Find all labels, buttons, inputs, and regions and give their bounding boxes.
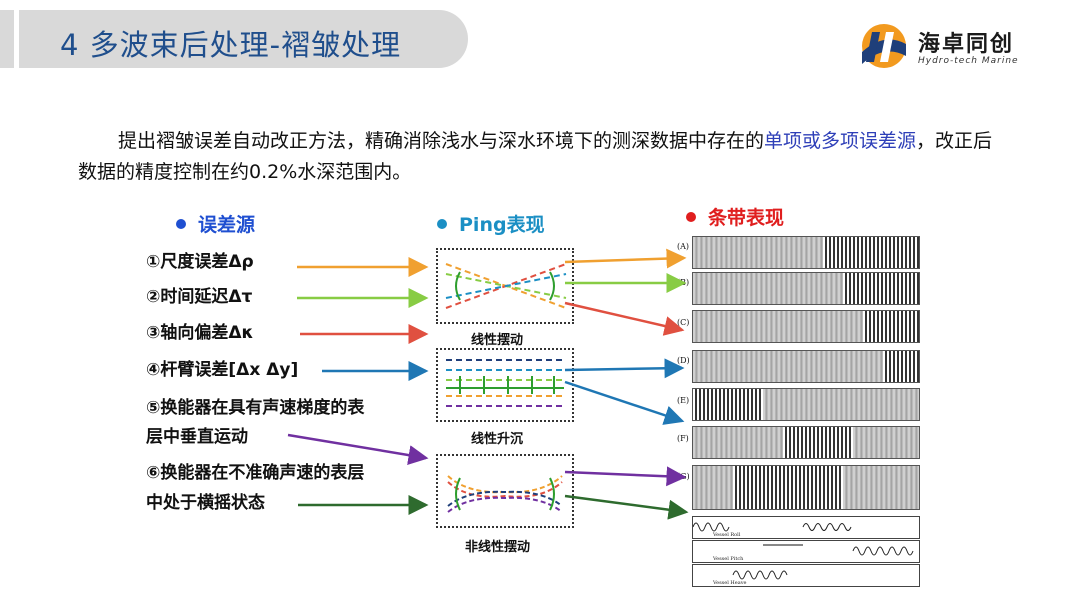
wave-panel-pitch: Vessel Pitch — [692, 540, 920, 563]
bullet-icon — [686, 211, 696, 222]
ping-box-linear-swing — [436, 248, 574, 324]
strip-texture — [783, 427, 853, 458]
arrow-ping-d — [564, 358, 685, 379]
pitch-wave-figure — [763, 544, 914, 556]
roll-wave-figure — [693, 522, 852, 532]
title-stripe — [14, 10, 19, 68]
error-item-5a: ⑤换能器在具有声速梯度的表 — [146, 398, 365, 418]
ping-label-linear-heave: 线性升沉 — [471, 432, 524, 447]
nonlinear-swing-figure — [447, 475, 563, 513]
heading-errors: 误差源 — [176, 210, 255, 237]
strip-texture — [693, 389, 763, 420]
paragraph-part2: ，改正后数据的精度控制在约0.2%水深范围内。 — [78, 130, 993, 183]
error-item-1: ①尺度误差Δρ — [146, 252, 254, 272]
linear-heave-figure — [446, 359, 564, 407]
error-item-6a: ⑥换能器在不准确声速的表层 — [146, 463, 365, 483]
strip-texture — [733, 466, 843, 509]
logo-name: 海卓同创 — [918, 32, 1015, 57]
title-bar — [0, 10, 468, 68]
heading-strip-text: 条带表现 — [708, 207, 785, 229]
wave-panel-roll: Vessel Roll — [692, 516, 920, 539]
strip-image-c — [692, 310, 920, 343]
arrow-ping-g2 — [564, 494, 689, 520]
heave-wave-figure — [732, 570, 788, 580]
bullet-icon — [176, 218, 186, 229]
arrow-ping-a — [564, 248, 687, 269]
paragraph-part1: 提出褶皱误差自动改正方法，精确消除浅水与深水环境下的测深数据中存在的 — [118, 130, 765, 152]
intro-paragraph: 提出褶皱误差自动改正方法，精确消除浅水与深水环境下的测深数据中存在的单项或多项误… — [78, 126, 998, 188]
heading-strip: 条带表现 — [686, 203, 784, 230]
ping-label-linear-swing: 线性摆动 — [471, 333, 524, 348]
wave-label-roll: Vessel Roll — [713, 532, 741, 538]
linear-swing-figure — [445, 263, 567, 309]
heading-errors-text: 误差源 — [198, 214, 256, 236]
wave-label-pitch: Vessel Pitch — [713, 556, 744, 562]
strip-label-a: (A) — [677, 242, 690, 251]
heading-ping: Ping表现 — [437, 210, 545, 237]
heading-ping-text: Ping表现 — [459, 214, 545, 236]
error-item-3: ③轴向偏差Δκ — [146, 323, 254, 343]
strip-image-g — [692, 465, 920, 510]
error-item-2: ②时间延迟Δτ — [146, 287, 253, 307]
ping-box-linear-heave — [436, 348, 574, 422]
strip-texture — [863, 311, 919, 342]
error-item-5b: 层中垂直运动 — [146, 427, 248, 447]
strip-label-f: (F) — [677, 434, 689, 443]
strip-texture — [823, 237, 919, 268]
strip-image-b — [692, 272, 920, 305]
strip-label-e: (E) — [677, 396, 690, 405]
strip-image-e — [692, 388, 920, 421]
arrow-ping-c — [564, 301, 685, 336]
company-logo: 海卓同创 Hydro-tech Marine — [858, 22, 1058, 72]
arrow-ping-g1 — [564, 466, 687, 487]
bullet-icon — [437, 218, 447, 229]
strip-image-d — [692, 350, 920, 383]
strip-image-a — [692, 236, 920, 269]
error-item-6b: 中处于横摇状态 — [146, 493, 265, 513]
wave-label-heave: Vessel Heave — [713, 580, 747, 586]
wave-panel-heave: Vessel Heave — [692, 564, 920, 587]
paragraph-highlight: 单项或多项误差源 — [764, 130, 917, 152]
strip-texture — [843, 273, 919, 304]
arrow-error5-in — [287, 433, 429, 465]
ping-box-nonlinear-swing — [436, 454, 574, 528]
ping-label-nonlinear-swing: 非线性摆动 — [465, 540, 531, 555]
strip-texture — [883, 351, 919, 382]
logo-subtitle: Hydro-tech Marine — [918, 56, 1019, 66]
page-title: 4 多波束后处理-褶皱处理 — [60, 28, 402, 62]
error-item-4: ④杆臂误差[Δx Δy] — [146, 360, 299, 380]
logo-mark-icon — [862, 24, 906, 68]
strip-image-f — [692, 426, 920, 459]
arrow-ping-e — [564, 380, 685, 425]
